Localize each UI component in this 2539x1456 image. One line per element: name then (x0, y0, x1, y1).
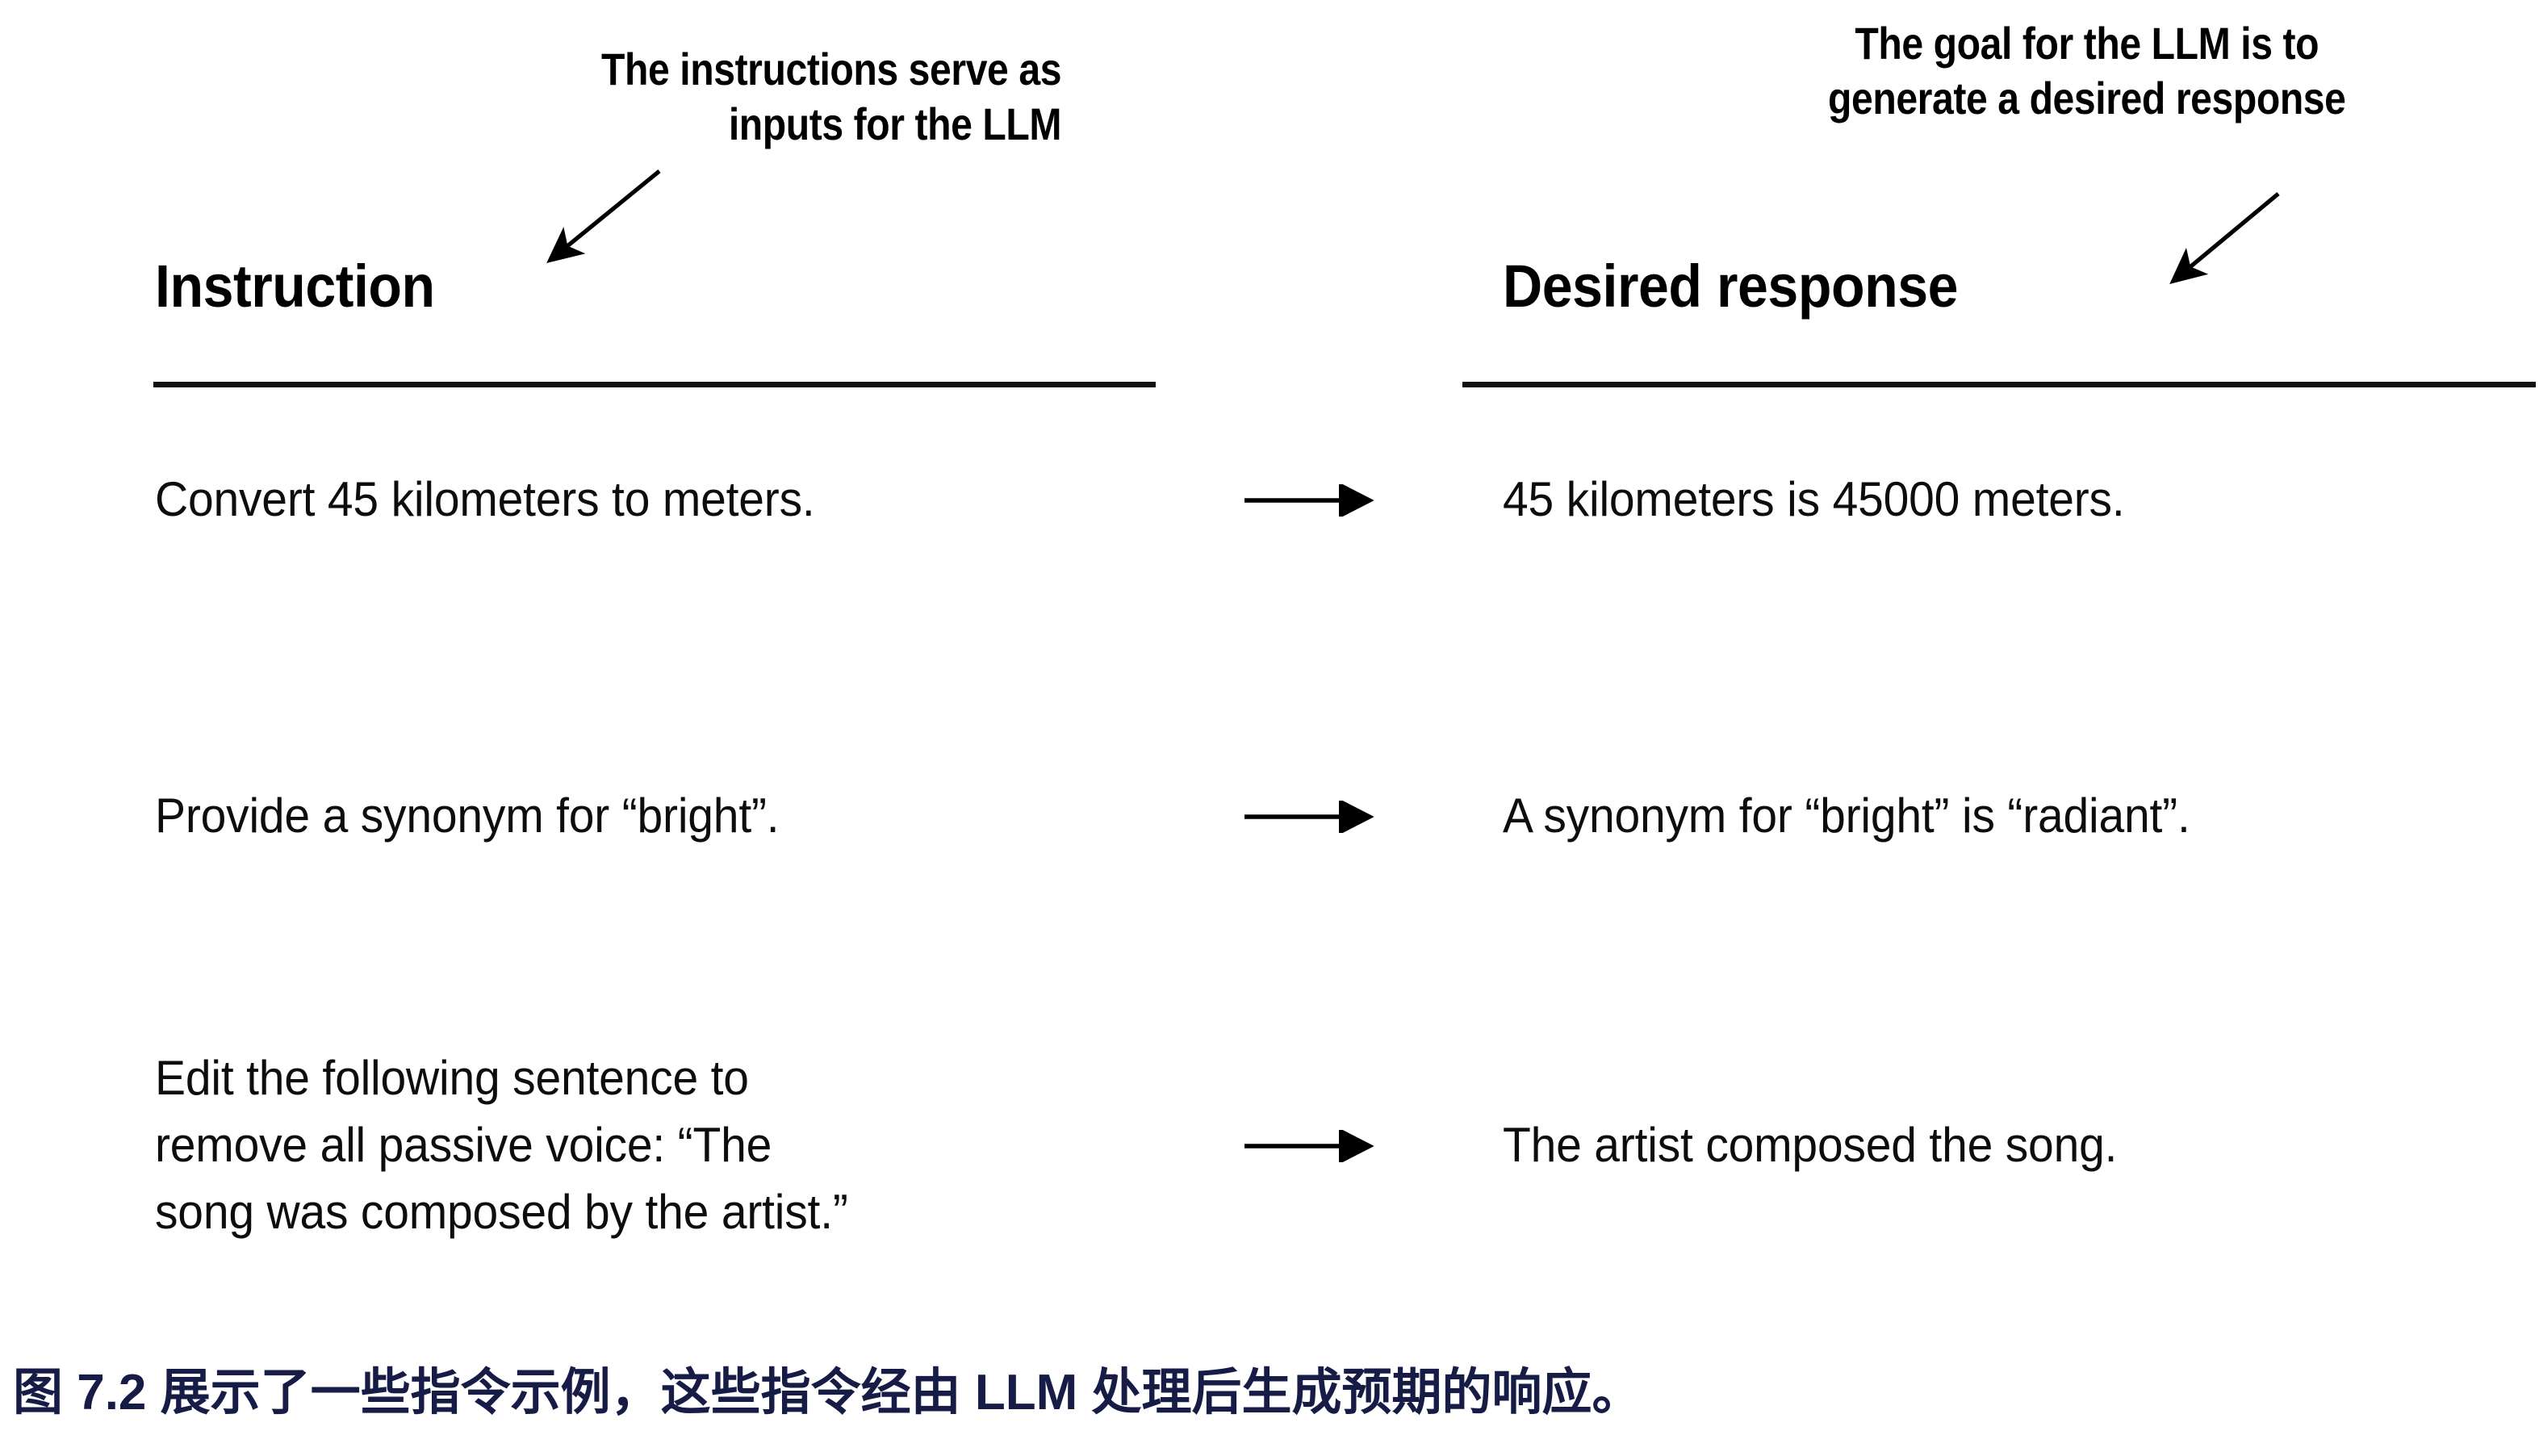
mapping-right-arrow-icon (1244, 801, 1374, 833)
response-callout-text: The goal for the LLM is to generate a de… (1828, 16, 2346, 127)
figure-caption: 图 7.2 展示了一些指令示例，这些指令经由 LLM 处理后生成预期的响应。 (13, 1365, 1642, 1420)
instruction-cell: Edit the following sentence to remove al… (155, 1051, 848, 1239)
instruction-callout-line-2: inputs for the LLM (728, 98, 1062, 150)
callout-pointer-arrow-icon (2169, 192, 2280, 284)
response-cell: A synonym for “bright” is “radiant”. (1503, 789, 2190, 843)
column-header-desired-response: Desired response (1503, 253, 1959, 320)
instruction-callout-line-1: The instructions serve as (601, 44, 1062, 94)
mapping-right-arrow-icon (1244, 484, 1374, 517)
header-divider-left (153, 382, 1156, 387)
instruction-cell: Convert 45 kilometers to meters. (155, 472, 815, 526)
header-divider-right (1462, 382, 2536, 387)
response-cell: The artist composed the song. (1503, 1118, 2118, 1172)
response-callout-line-1: The goal for the LLM is to (1855, 18, 2319, 69)
callout-pointer-arrow-icon (546, 169, 661, 263)
column-header-instruction: Instruction (155, 253, 435, 320)
mapping-right-arrow-icon (1244, 1130, 1374, 1162)
response-cell: 45 kilometers is 45000 meters. (1503, 472, 2125, 526)
instruction-cell: Provide a synonym for “bright”. (155, 789, 780, 843)
response-callout-line-2: generate a desired response (1828, 73, 2346, 124)
instruction-callout-text: The instructions serve as inputs for the… (601, 42, 1062, 153)
